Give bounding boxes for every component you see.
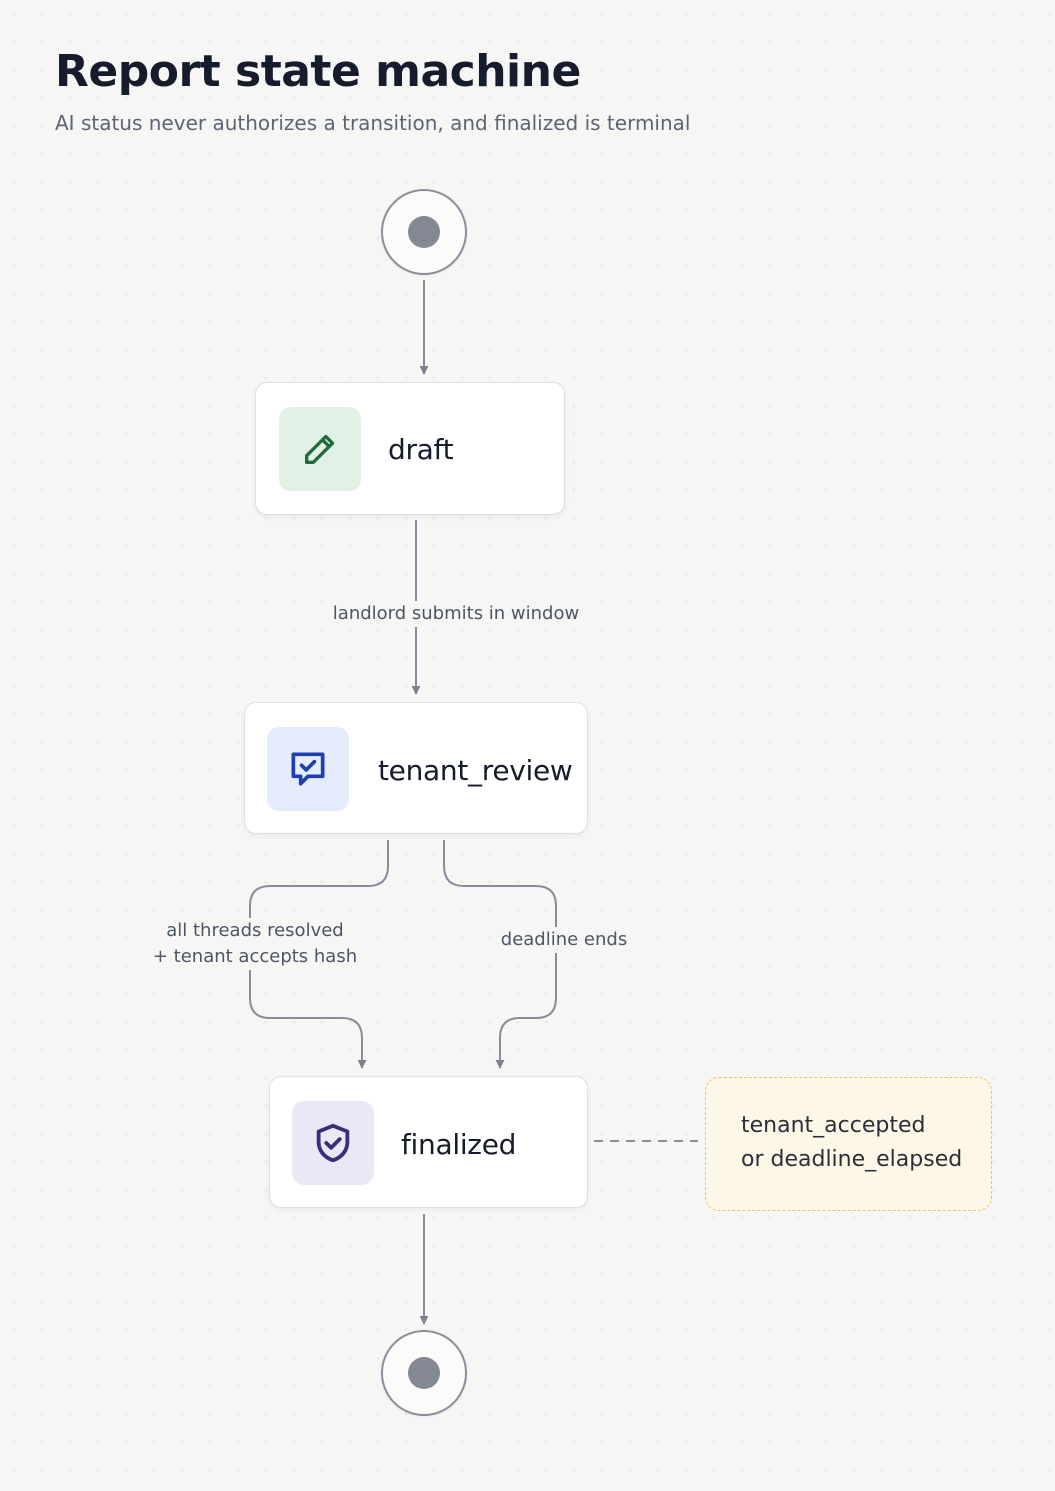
- final-state-dot: [408, 1357, 440, 1389]
- transition-label-resolved-line1: all threads resolved: [166, 920, 344, 941]
- transition-label-resolved: all threads resolved + tenant accepts ha…: [150, 918, 360, 970]
- pencil-icon: [279, 407, 361, 491]
- diagram-subtitle: AI status never authorizes a transition,…: [55, 111, 691, 135]
- state-tenant-review: tenant_review: [244, 702, 588, 834]
- chat-check-icon: [267, 727, 349, 811]
- state-finalized: finalized: [269, 1076, 588, 1208]
- arrow-review-deadline-to-finalized: [443, 840, 557, 1069]
- transition-label-deadline: deadline ends: [498, 927, 630, 953]
- diagram-title: Report state machine: [55, 46, 581, 97]
- shield-check-icon: [292, 1101, 374, 1185]
- state-finalized-label: finalized: [401, 1128, 517, 1161]
- transition-label-submit: landlord submits in window: [330, 601, 582, 627]
- state-tenant-review-label: tenant_review: [378, 754, 573, 787]
- transition-label-resolved-line2: + tenant accepts hash: [152, 946, 358, 967]
- initial-state-node: [381, 189, 467, 275]
- state-draft-label: draft: [388, 433, 454, 466]
- state-draft: draft: [255, 382, 565, 515]
- note-line-1: tenant_accepted: [741, 1113, 926, 1138]
- note-line-2: or deadline_elapsed: [741, 1147, 963, 1172]
- final-state-node: [381, 1330, 467, 1416]
- finalized-condition-note: tenant_accepted or deadline_elapsed: [705, 1077, 992, 1211]
- initial-state-dot: [408, 216, 440, 248]
